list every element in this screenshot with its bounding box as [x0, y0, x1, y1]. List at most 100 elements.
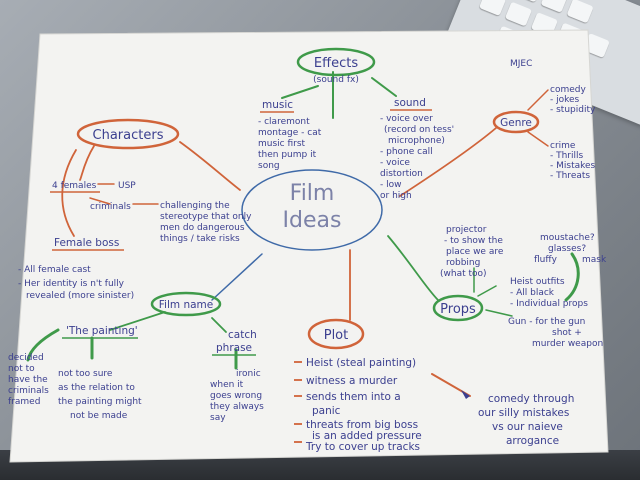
sound-line: - low: [380, 180, 401, 190]
the-painting-label: 'The painting': [66, 325, 138, 337]
character-note: - Her identity is n't fully: [18, 279, 125, 289]
unsure-line: the painting might: [58, 397, 142, 407]
comedy-line: our silly mistakes: [478, 407, 569, 419]
decided-line: have the: [8, 375, 48, 385]
sound-line: (record on tess': [384, 125, 454, 135]
connector-line: [281, 85, 319, 99]
projector-line: place we are: [446, 247, 504, 257]
connector-line: [527, 131, 549, 147]
heist-outfit-line: - All black: [510, 288, 555, 298]
projector-line: - to show the: [444, 236, 503, 246]
music-line: montage - cat: [258, 128, 322, 138]
gun-line: shot +: [552, 328, 582, 338]
female-boss-label: Female boss: [54, 237, 119, 249]
genre-comedy: - jokes: [550, 95, 580, 105]
comedy-line: arrogance: [506, 435, 559, 447]
moustache-line: moustache?: [540, 233, 595, 243]
projector-line: projector: [446, 225, 487, 235]
criminals-label: criminals: [90, 202, 131, 212]
connector-line: [211, 253, 263, 301]
connector-line: [564, 252, 580, 302]
decided-line: not to: [8, 364, 35, 374]
corner-tag: MJEC: [510, 59, 532, 69]
plot-item: witness a murder: [306, 375, 398, 387]
music-line: music first: [258, 139, 306, 149]
genre-crime: - Mistakes: [550, 161, 596, 171]
paper-sheet: [9, 29, 609, 463]
connector-line: [527, 89, 549, 111]
center-bubble: [241, 169, 383, 251]
catch-phrase-label: catch: [228, 329, 257, 341]
characters-bubble: [76, 118, 180, 150]
challenge-line: challenging the: [160, 201, 230, 211]
catch-line: ironic: [236, 369, 261, 379]
connector-line: [387, 235, 439, 301]
challenge-line: stereotype that only: [160, 212, 252, 222]
props-title: Props: [440, 302, 476, 317]
sound-line: - phone call: [380, 147, 433, 157]
projector-line: (what too): [440, 269, 487, 279]
plot-item: Try to cover up tracks: [305, 441, 420, 453]
connector-line: [89, 197, 111, 205]
comedy-line: vs our naieve: [492, 421, 563, 433]
genre-crime: - Threats: [550, 171, 590, 181]
challenge-line: things / take risks: [160, 234, 240, 244]
music-label: music: [262, 99, 293, 111]
unsure-line: as the relation to: [58, 383, 135, 393]
sound-line: - voice over: [380, 114, 433, 124]
catch-line: they always: [210, 402, 264, 412]
sound-line: - voice: [380, 158, 410, 168]
music-line: then pump it: [258, 150, 317, 160]
effects-subtitle: (sound fx): [313, 75, 359, 85]
moustache-line: glasses?: [548, 244, 586, 254]
connector-line: [26, 328, 60, 362]
heist-outfit-line: Heist outfits: [510, 277, 565, 287]
projector-line: robbing: [446, 258, 480, 268]
arrow-head: [461, 390, 470, 399]
plot-item: sends them into a: [306, 391, 401, 403]
decided-line: decided: [8, 353, 44, 363]
moustache-line: mask: [582, 255, 607, 265]
plot-item: is an added pressure: [312, 430, 422, 442]
sound-line: microphone): [388, 136, 445, 146]
genre-comedy: comedy: [550, 85, 586, 95]
connector-line: [211, 317, 227, 333]
gun-line: Gun - for the gun: [508, 317, 585, 327]
catch-phrase-label: phrase: [216, 342, 252, 354]
film-name-title: Film name: [159, 299, 213, 311]
effects-title: Effects: [314, 56, 358, 71]
unsure-line: not be made: [70, 411, 128, 421]
heist-outfit-line: - Individual props: [510, 299, 588, 309]
decided-line: framed: [8, 397, 40, 407]
genre-crime: crime: [550, 141, 576, 151]
film-name-bubble: [150, 291, 222, 317]
females-label: 4 females: [52, 181, 97, 191]
music-line: song: [258, 161, 280, 171]
connector-line: [79, 145, 95, 181]
genre-bubble: [492, 110, 540, 134]
connector-line: [485, 309, 513, 317]
genre-comedy: - stupidity: [550, 105, 596, 115]
connector-line: [399, 127, 497, 197]
connector-line: [61, 149, 77, 237]
characters-title: Characters: [93, 128, 164, 143]
genre-title: Genre: [500, 117, 532, 129]
character-note: revealed (more sinister): [26, 291, 134, 301]
sound-line: distortion: [380, 169, 423, 179]
connector-line: [109, 311, 166, 331]
music-line: - claremont: [258, 117, 310, 127]
connector-line: [477, 285, 497, 297]
sound-label: sound: [394, 97, 426, 109]
plot-bubble: [307, 318, 365, 350]
plot-title: Plot: [324, 328, 349, 343]
comedy-line: comedy through: [488, 393, 574, 405]
usp-label: USP: [118, 181, 136, 191]
sound-line: or high: [380, 191, 412, 201]
catch-line: say: [210, 413, 226, 423]
plot-item: threats from big boss: [306, 419, 418, 431]
gun-line: murder weapon: [532, 339, 603, 349]
props-bubble: [432, 294, 484, 322]
plot-item: Heist (steal painting): [306, 357, 416, 369]
plot-item: panic: [312, 405, 341, 417]
